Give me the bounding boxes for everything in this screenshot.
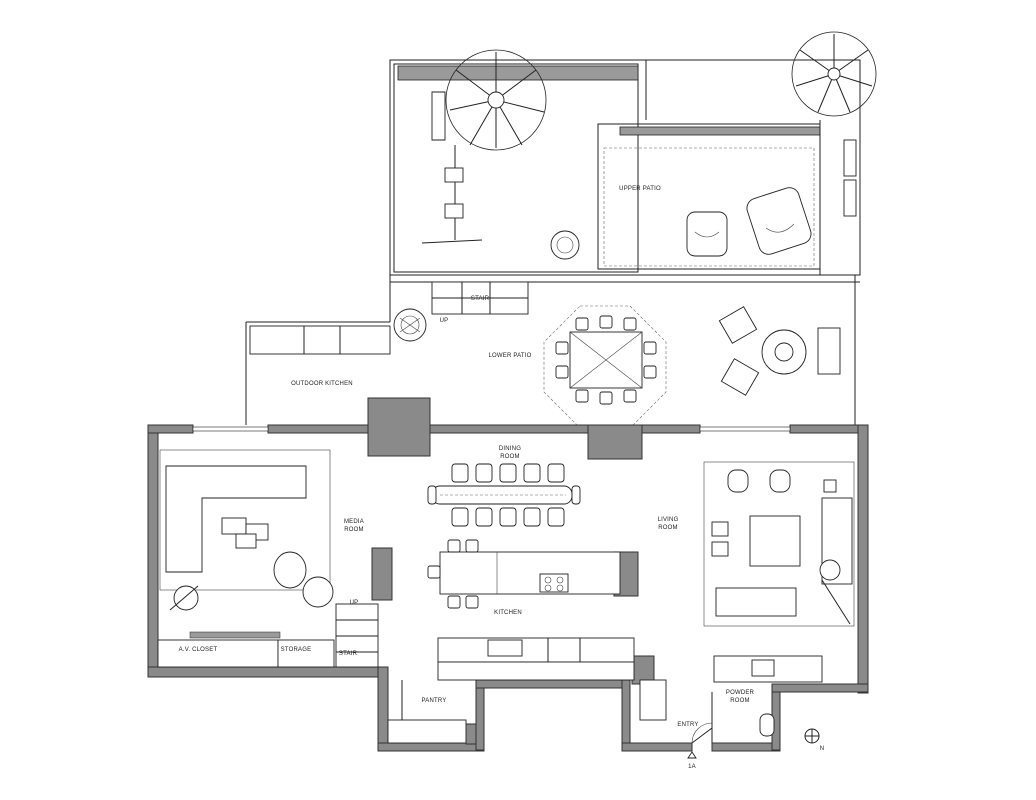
tree-icon <box>445 49 547 151</box>
media-room: MEDIA ROOM A.V. CLOSET STORAGE STAIR UP <box>157 449 379 668</box>
north-label: N <box>820 746 825 752</box>
upper-patio: UPPER PATIO <box>597 123 821 270</box>
pantry-label: PANTRY <box>422 698 447 704</box>
stair-upper-label: STAIR <box>471 296 490 302</box>
living-room-label-1: LIVING <box>658 517 679 523</box>
living-room: LIVING ROOM <box>658 461 855 627</box>
upper-terrace <box>389 59 861 276</box>
living-room-label-2: ROOM <box>658 525 677 531</box>
storage-label: STORAGE <box>281 647 312 653</box>
upper-patio-label: UPPER PATIO <box>619 186 661 192</box>
dining-room-label-2: ROOM <box>500 454 519 460</box>
outdoor-kitchen-label: OUTDOOR KITCHEN <box>291 381 353 387</box>
kitchen-label: KITCHEN <box>494 610 522 616</box>
lower-patio: STAIR UP LOWER PATIO OUTDOOR KITCHEN <box>245 274 860 429</box>
media-room-label-2: ROOM <box>344 527 363 533</box>
powder-room-label-1: POWDER <box>726 690 755 696</box>
entry-label: ENTRY <box>677 722 698 728</box>
up-lower-label: UP <box>350 600 359 606</box>
up-upper-label: UP <box>440 318 449 324</box>
section-marker-label: 1A <box>688 764 696 770</box>
north-arrow-icon: N <box>804 728 825 752</box>
entry: ENTRY 1A <box>639 679 713 770</box>
stair-lower-label: STAIR <box>339 651 358 657</box>
pantry: PANTRY <box>387 680 477 745</box>
dining-room: DINING ROOM <box>427 446 581 527</box>
tree-icon <box>791 31 877 117</box>
lower-patio-label: LOWER PATIO <box>489 353 532 359</box>
kitchen: KITCHEN <box>427 539 635 681</box>
dining-room-label-1: DINING <box>499 446 521 452</box>
windows <box>192 426 791 432</box>
powder-room: POWDER ROOM <box>711 655 823 743</box>
media-room-label-1: MEDIA <box>344 519 364 525</box>
av-closet-label: A.V. CLOSET <box>179 647 218 653</box>
powder-room-label-2: ROOM <box>730 698 749 704</box>
